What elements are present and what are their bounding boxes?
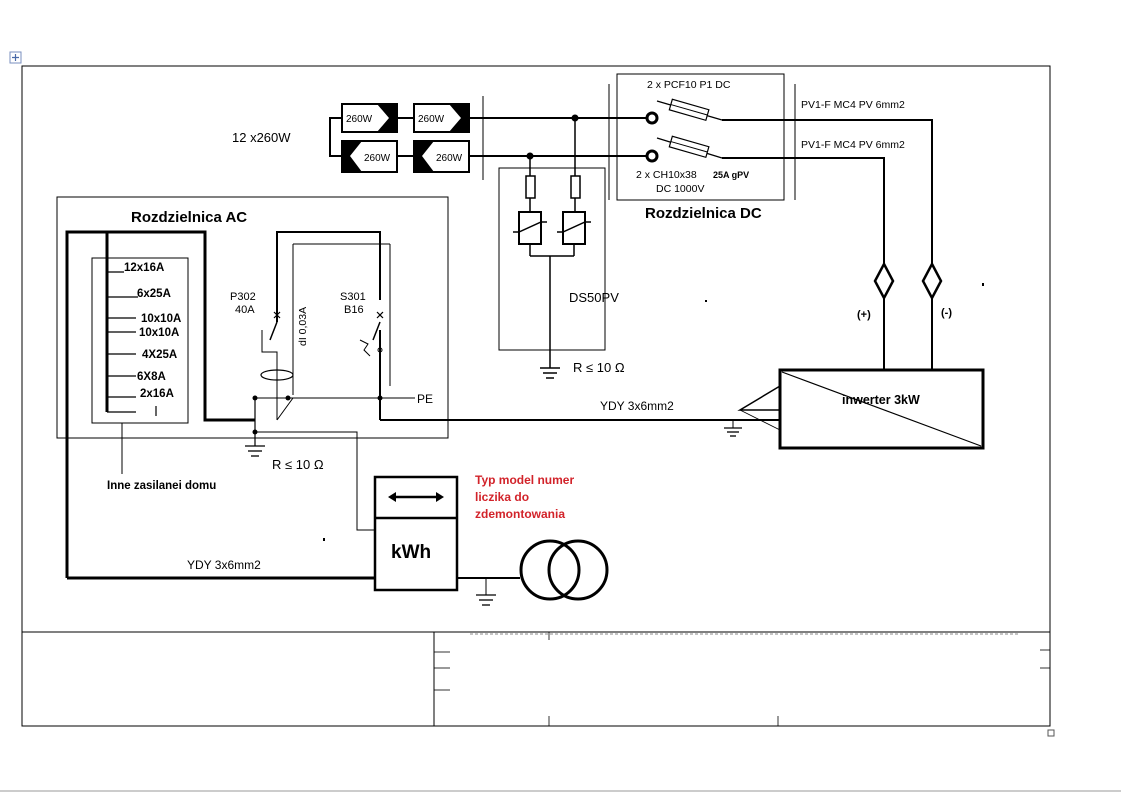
s301-label: S301	[340, 291, 366, 303]
inverter: inwerter 3kW	[737, 368, 985, 450]
pv-panel-1: 260W	[341, 103, 398, 133]
breaker-label: 10x10A	[139, 327, 179, 339]
dc-cable-label-1: PV1-F MC4 PV 6mm2	[801, 99, 905, 111]
drawing-frame	[21, 65, 1051, 727]
dc-fuses-bottom: 2 x CH10x38	[636, 169, 697, 181]
surge-protector: DS50PV	[498, 118, 619, 368]
ground-icon	[540, 367, 560, 379]
p302-label: P302	[230, 291, 256, 303]
rcd-label: dI 0,03A	[297, 307, 309, 346]
inverter-label: inwerter 3kW	[842, 393, 920, 407]
breaker-label: 10x10A	[141, 313, 181, 325]
dc-connector-minus-icon	[921, 261, 943, 301]
ac-box-title: Rozdzielnica AC	[131, 209, 247, 226]
dc-cable-label-2: PV1-F MC4 PV 6mm2	[801, 139, 905, 151]
dc-fuses-top: 2 x PCF10 P1 DC	[647, 79, 731, 91]
dc-connector-plus-icon	[873, 261, 895, 301]
p302-rating: 40A	[235, 304, 255, 316]
pv-panel-4: 260W	[413, 140, 470, 173]
s301-switch-icon	[359, 311, 384, 357]
meter-note: Typ model numer	[475, 473, 574, 487]
pv-panel-3: 260W	[341, 140, 398, 173]
transformer-icon	[519, 539, 609, 601]
breaker-label: 6x25A	[137, 288, 171, 300]
meter-unit: kWh	[391, 542, 431, 563]
breaker-label: 12x16A	[124, 262, 164, 274]
ac-switchboard: Rozdzielnica AC 12x16A 6x25A 10x10A 10x1…	[56, 196, 449, 439]
surge-protector-label: DS50PV	[569, 290, 619, 305]
dc-box-title: Rozdzielnica DC	[645, 205, 762, 222]
ground-icon	[476, 594, 496, 606]
dc-fuse-voltage: DC 1000V	[656, 183, 704, 195]
pv-panel-label: 260W	[418, 114, 445, 125]
ground-icon	[724, 420, 742, 437]
meter-note: liczika do	[475, 490, 529, 504]
ground-resistance-ac: R ≤ 10 Ω	[272, 457, 324, 472]
ground-resistance-dc: R ≤ 10 Ω	[573, 360, 625, 375]
pv-panel-label: 260W	[436, 153, 463, 164]
resize-handle-icon[interactable]	[1047, 729, 1055, 737]
meter-note: zdemontowania	[475, 507, 565, 521]
pv-panel-2: 260W	[413, 103, 470, 133]
breaker-label: 6X8A	[137, 371, 166, 383]
dc-fuse-rating: 25A gPV	[713, 170, 749, 180]
s301-rating: B16	[344, 304, 364, 316]
other-supply-label: Inne zasilanei domu	[107, 480, 216, 492]
ac-cable-inverter: YDY 3x6mm2	[600, 399, 674, 413]
p302-switch-icon	[260, 243, 391, 420]
polarity-plus: (+)	[857, 309, 871, 321]
breaker-label: 2x16A	[140, 388, 174, 400]
ac-cable-meter: YDY 3x6mm2	[187, 558, 261, 572]
breaker-label: 4X25A	[142, 349, 177, 361]
move-handle-icon[interactable]	[9, 51, 22, 64]
pe-label: PE	[417, 392, 433, 406]
ground-icon	[245, 445, 265, 457]
dc-switchboard: 2 x PCF10 P1 DC 2 x CH10x38 25A gPV DC 1…	[608, 73, 796, 222]
pv-panel-label: 260W	[346, 114, 373, 125]
energy-meter: kWh	[373, 475, 459, 592]
polarity-minus: (-)	[941, 307, 952, 319]
pv-panel-label: 260W	[364, 153, 391, 164]
panel-count-label: 12 x260W	[232, 130, 291, 145]
